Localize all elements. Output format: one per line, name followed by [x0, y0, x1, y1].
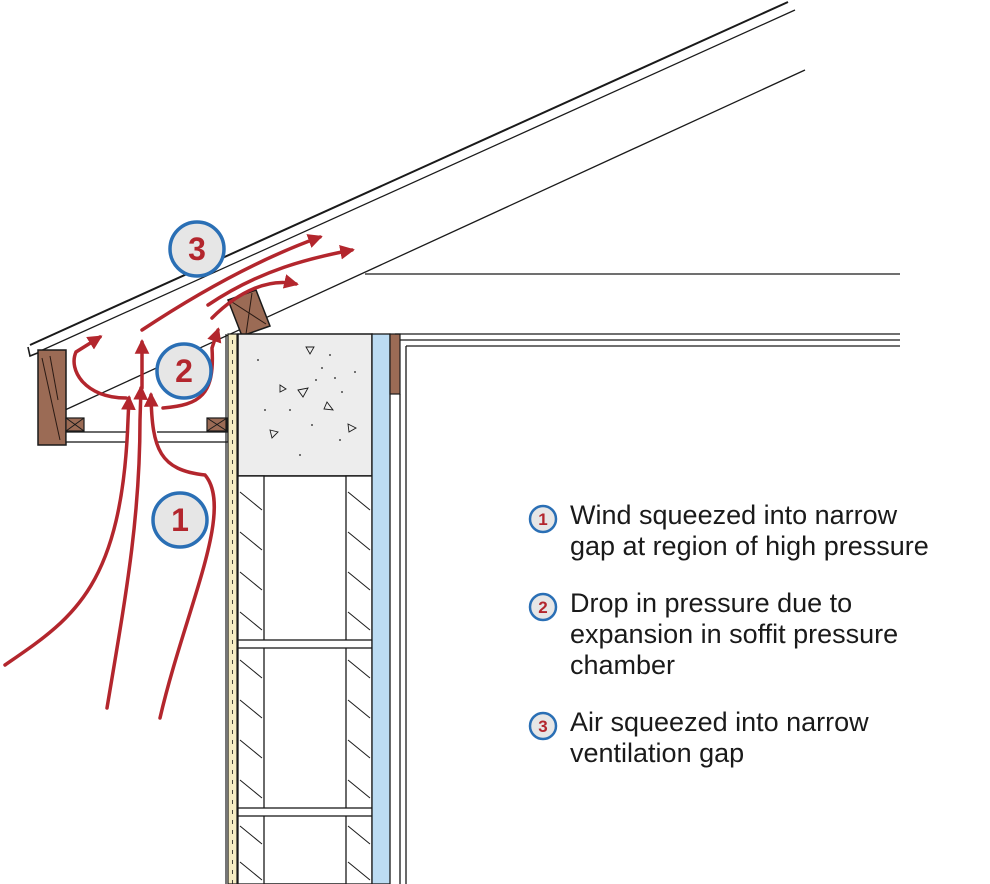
legend-text-3: Air squeezed into narrow ventilation gap: [570, 707, 869, 768]
blocking-2: [237, 807, 373, 817]
fascia-board: [37, 349, 67, 446]
legend-badge-2: 2: [528, 592, 558, 622]
legend-item-1: 1 Wind squeezed into narrow gap at regio…: [528, 500, 988, 562]
svg-text:1: 1: [538, 510, 547, 529]
svg-text:2: 2: [538, 598, 547, 617]
svg-text:1: 1: [171, 502, 189, 538]
soffit: [65, 417, 229, 444]
airflow-arrow-left: [105, 385, 148, 710]
svg-text:3: 3: [188, 231, 206, 267]
legend-text-2: Drop in pressure due to expansion in sof…: [570, 588, 899, 680]
svg-text:2: 2: [175, 353, 193, 389]
exterior-sheathing: [225, 333, 238, 884]
airflow-arrow-far-left: [3, 395, 136, 667]
stud-wall: [237, 475, 373, 884]
stud-hatching: [239, 491, 371, 881]
roof-sheathing-line: [37, 9, 796, 353]
airflow-arrow-chamber-right: [161, 327, 222, 410]
blocking-1: [237, 639, 373, 649]
airflow-arrow-chamber-left: [72, 335, 128, 400]
legend-badge-3: 3: [528, 711, 558, 741]
interior-finish: [395, 333, 900, 884]
roof-top-line: [29, 1, 789, 346]
stud-right: [345, 475, 373, 884]
concrete-header: [237, 333, 373, 477]
ceiling-top-plate: [389, 333, 401, 395]
airflow-arrow-upper-1: [140, 234, 323, 332]
legend-item-3: 3 Air squeezed into narrow ventilation g…: [528, 707, 988, 769]
airflow-arrow-upper-3: [210, 274, 299, 320]
marker-1: 1: [151, 491, 209, 549]
drip-edge: [27, 346, 41, 358]
airflow-arrows: [3, 234, 355, 720]
soffit-vent-gap: [127, 430, 157, 444]
airflow-arrow-right: [143, 392, 217, 720]
legend: 1 Wind squeezed into narrow gap at regio…: [528, 500, 988, 795]
interior-insulation: [371, 333, 391, 884]
stud-left: [237, 475, 265, 884]
airflow-arrow-upper-2: [206, 244, 355, 307]
marker-3: 3: [168, 220, 226, 278]
roof: [27, 1, 900, 411]
legend-text-1: Wind squeezed into narrow gap at region …: [570, 500, 929, 561]
legend-badge-1: 1: [528, 504, 558, 534]
rafter-blocking: [227, 289, 271, 337]
marker-2: 2: [155, 342, 213, 400]
legend-item-2: 2 Drop in pressure due to expansion in s…: [528, 588, 988, 681]
svg-text:3: 3: [538, 717, 547, 736]
